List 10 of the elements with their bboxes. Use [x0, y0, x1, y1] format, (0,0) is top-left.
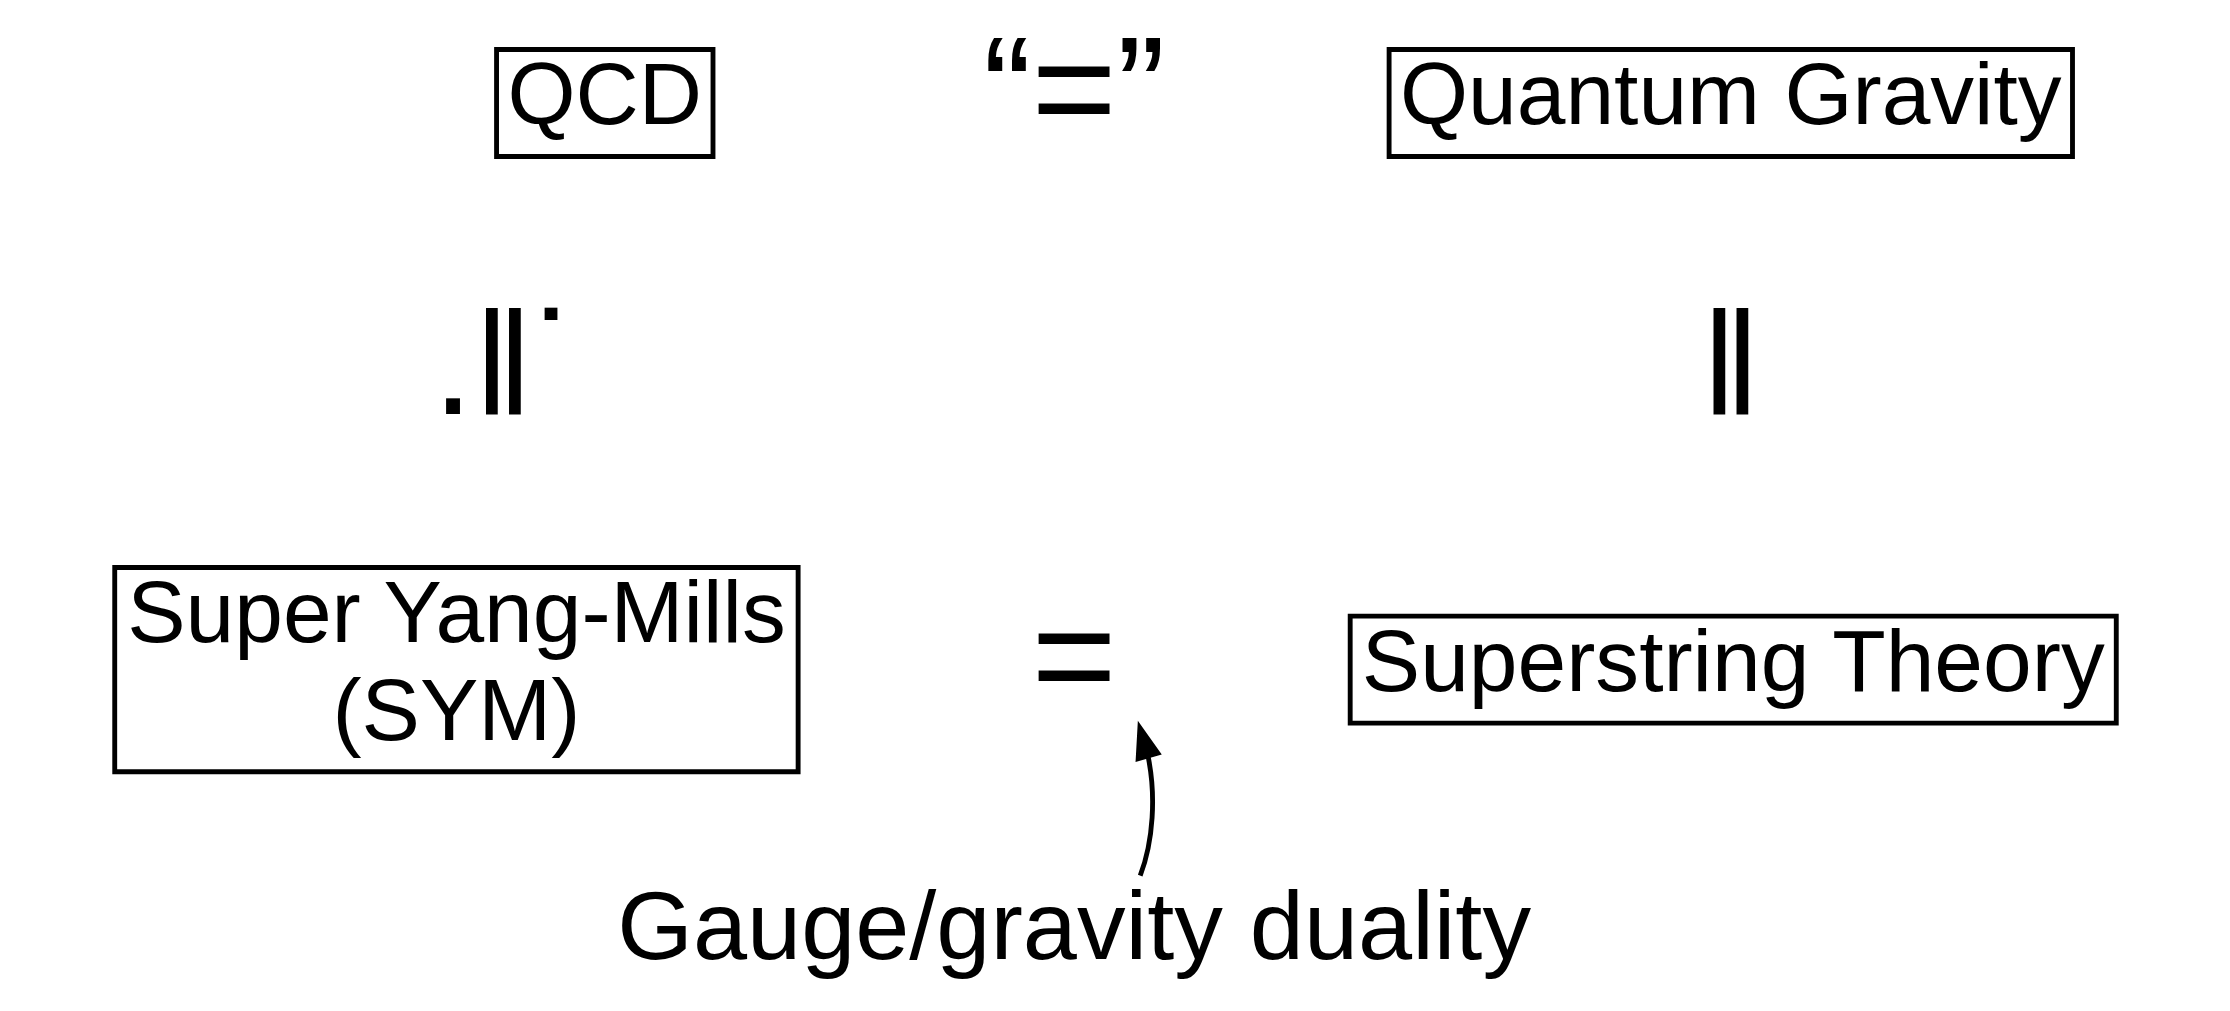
- label: .‖˙: [432, 282, 582, 446]
- node-box: Quantum Gravity: [1386, 47, 2075, 159]
- label: “=”: [982, 7, 1165, 171]
- node-box: QCD: [493, 47, 715, 159]
- arrow: [1135, 720, 1162, 877]
- node-box: Super Yang-Mills (SYM): [111, 565, 801, 775]
- node-text: =: [1031, 574, 1117, 738]
- node-text: Gauge/gravity duality: [616, 871, 1531, 981]
- label: ‖: [1700, 282, 1761, 446]
- node-box: Superstring Theory: [1347, 613, 2119, 726]
